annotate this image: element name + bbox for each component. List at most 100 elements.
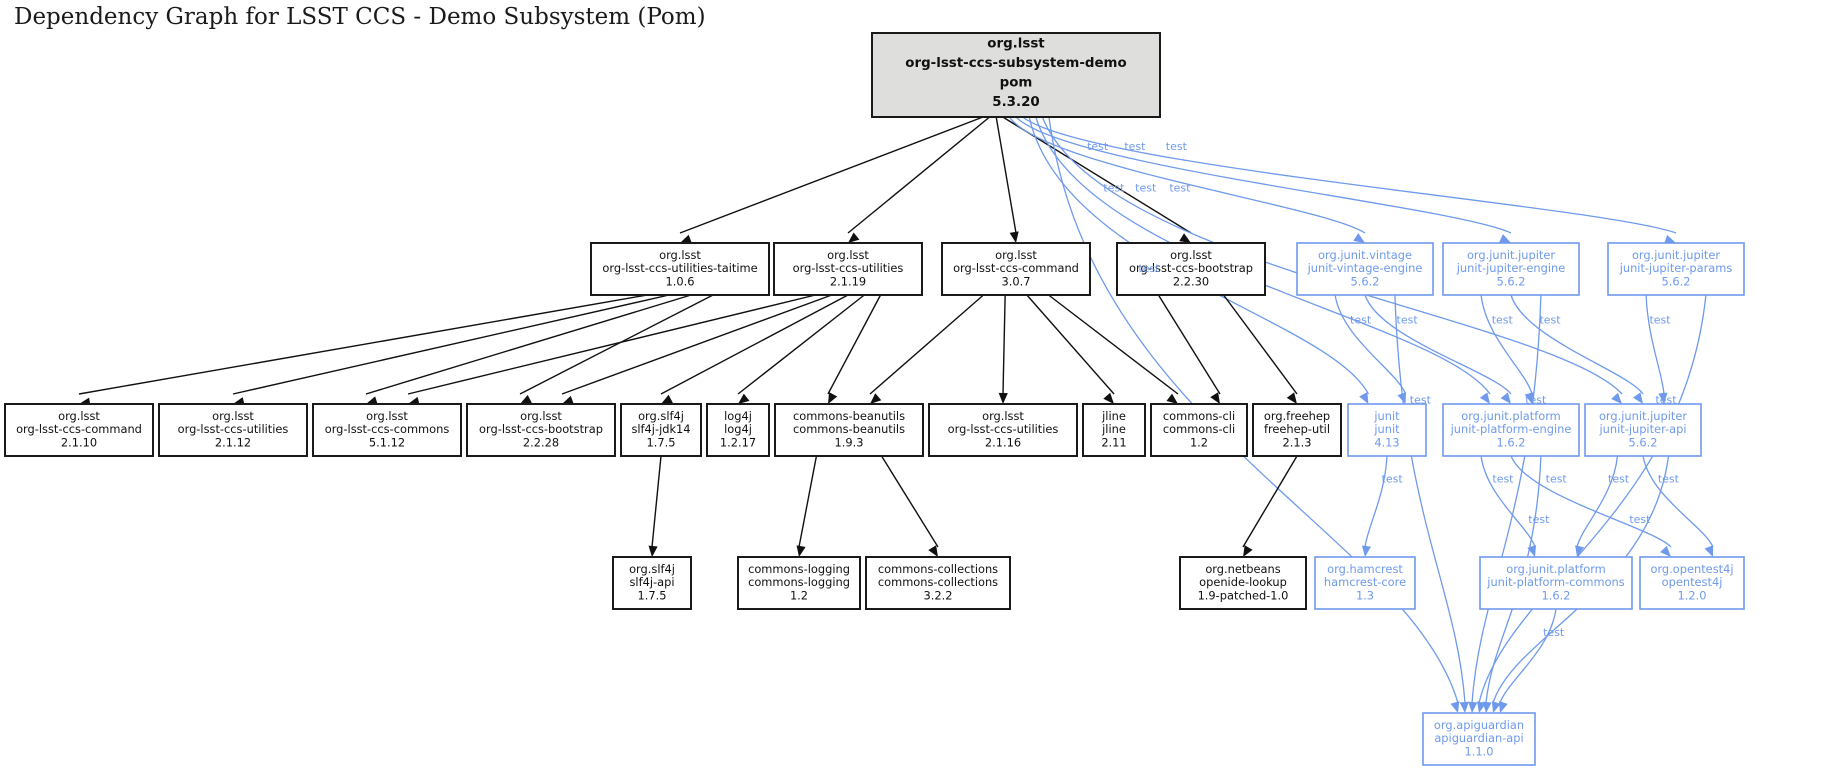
node-box[interactable] <box>1607 242 1745 296</box>
graph-edge <box>1364 455 1388 548</box>
edge-label-test: test <box>1492 313 1514 326</box>
node-box[interactable] <box>1479 556 1633 610</box>
graph-edge <box>1157 294 1221 395</box>
graph-edge <box>1002 294 1006 395</box>
node-box[interactable] <box>737 556 861 610</box>
node-box[interactable] <box>466 403 616 457</box>
graph-node[interactable]: org.netbeansopenide-lookup1.9-patched-1.… <box>1179 556 1307 610</box>
graph-node[interactable]: org.junit.platformjunit-platform-engine1… <box>1442 403 1580 457</box>
node-box[interactable] <box>865 556 1011 610</box>
node-box[interactable] <box>4 403 154 457</box>
node-box[interactable] <box>612 556 692 610</box>
node-box[interactable] <box>1442 403 1580 457</box>
node-box[interactable] <box>1252 403 1342 457</box>
graph-node[interactable]: org.lsstorg-lsst-ccs-utilities-taitime1.… <box>590 242 770 296</box>
node-box[interactable] <box>1116 242 1266 296</box>
edge-arrowhead <box>1500 392 1511 404</box>
node-artifact: junit-platform-commons <box>1486 575 1624 589</box>
node-box[interactable] <box>928 403 1078 457</box>
node-version: 5.6.2 <box>1629 435 1658 449</box>
node-box[interactable] <box>158 403 308 457</box>
graph-node[interactable]: org.junit.vintagejunit-vintage-engine5.6… <box>1296 242 1434 296</box>
node-group: org.junit.jupiter <box>1599 409 1687 423</box>
edge-label-test: test <box>1103 182 1125 195</box>
graph-edge <box>1015 116 1512 234</box>
graph-edge <box>1642 455 1714 548</box>
node-box[interactable] <box>871 32 1161 118</box>
node-box[interactable] <box>312 403 462 457</box>
edge-arrowhead <box>796 545 806 557</box>
node-group: org.netbeans <box>1205 562 1280 576</box>
graph-node[interactable]: org.lsstorg-lsst-ccs-subsystem-demopom5.… <box>871 32 1161 118</box>
graph-edge <box>1242 455 1298 548</box>
node-artifact: junit-jupiter-params <box>1619 261 1733 275</box>
graph-edge <box>1048 294 1179 395</box>
node-box[interactable] <box>1347 403 1427 457</box>
node-version: 2.1.12 <box>215 435 251 449</box>
node-group: log4j <box>724 409 752 423</box>
node-box[interactable] <box>1179 556 1307 610</box>
node-box[interactable] <box>1584 403 1702 457</box>
node-box[interactable] <box>1422 712 1536 766</box>
edge-label-test: test <box>1543 626 1565 639</box>
node-box[interactable] <box>1150 403 1248 457</box>
node-box[interactable] <box>773 242 923 296</box>
edge-label-test: test <box>1138 262 1160 275</box>
node-artifact: commons-collections <box>878 575 998 589</box>
edge-label-test: test <box>1087 140 1109 153</box>
node-box[interactable] <box>941 242 1091 296</box>
edge-arrowhead <box>648 545 658 557</box>
node-box[interactable] <box>1296 242 1434 296</box>
edge-arrowhead <box>1397 392 1407 404</box>
edge-arrowhead <box>1499 234 1511 243</box>
node-box[interactable] <box>620 403 702 457</box>
edge-arrowhead <box>520 394 532 404</box>
node-box[interactable] <box>1082 403 1146 457</box>
graph-node[interactable]: org.junit.platformjunit-platform-commons… <box>1479 556 1633 610</box>
node-box[interactable] <box>1314 556 1416 610</box>
node-box[interactable] <box>590 242 770 296</box>
edge-arrowhead <box>1179 233 1191 243</box>
node-artifact: junit-jupiter-engine <box>1456 261 1566 275</box>
node-box[interactable] <box>706 403 770 457</box>
node-artifact: slf4j-api <box>629 575 674 589</box>
node-box[interactable] <box>774 403 924 457</box>
edge-arrowhead <box>1479 392 1490 404</box>
node-version: 2.2.28 <box>523 435 559 449</box>
graph-edge <box>798 455 818 548</box>
node-box[interactable] <box>1442 242 1580 296</box>
edge-arrowhead <box>1103 392 1114 404</box>
graph-edge <box>1499 608 1557 704</box>
graph-edge <box>561 294 832 395</box>
edge-arrowhead <box>680 234 692 244</box>
graph-node[interactable]: org.junit.jupiterjunit-jupiter-engine5.6… <box>1442 242 1580 296</box>
graph-node[interactable]: org.junit.jupiterjunit-jupiter-params5.6… <box>1607 242 1745 296</box>
graph-node[interactable]: commons-collectionscommons-collections3.… <box>865 556 1011 610</box>
edge-label-test: test <box>1397 313 1419 326</box>
edge-arrowhead <box>1243 545 1253 557</box>
graph-edge <box>1026 294 1115 395</box>
node-box[interactable] <box>1639 556 1745 610</box>
